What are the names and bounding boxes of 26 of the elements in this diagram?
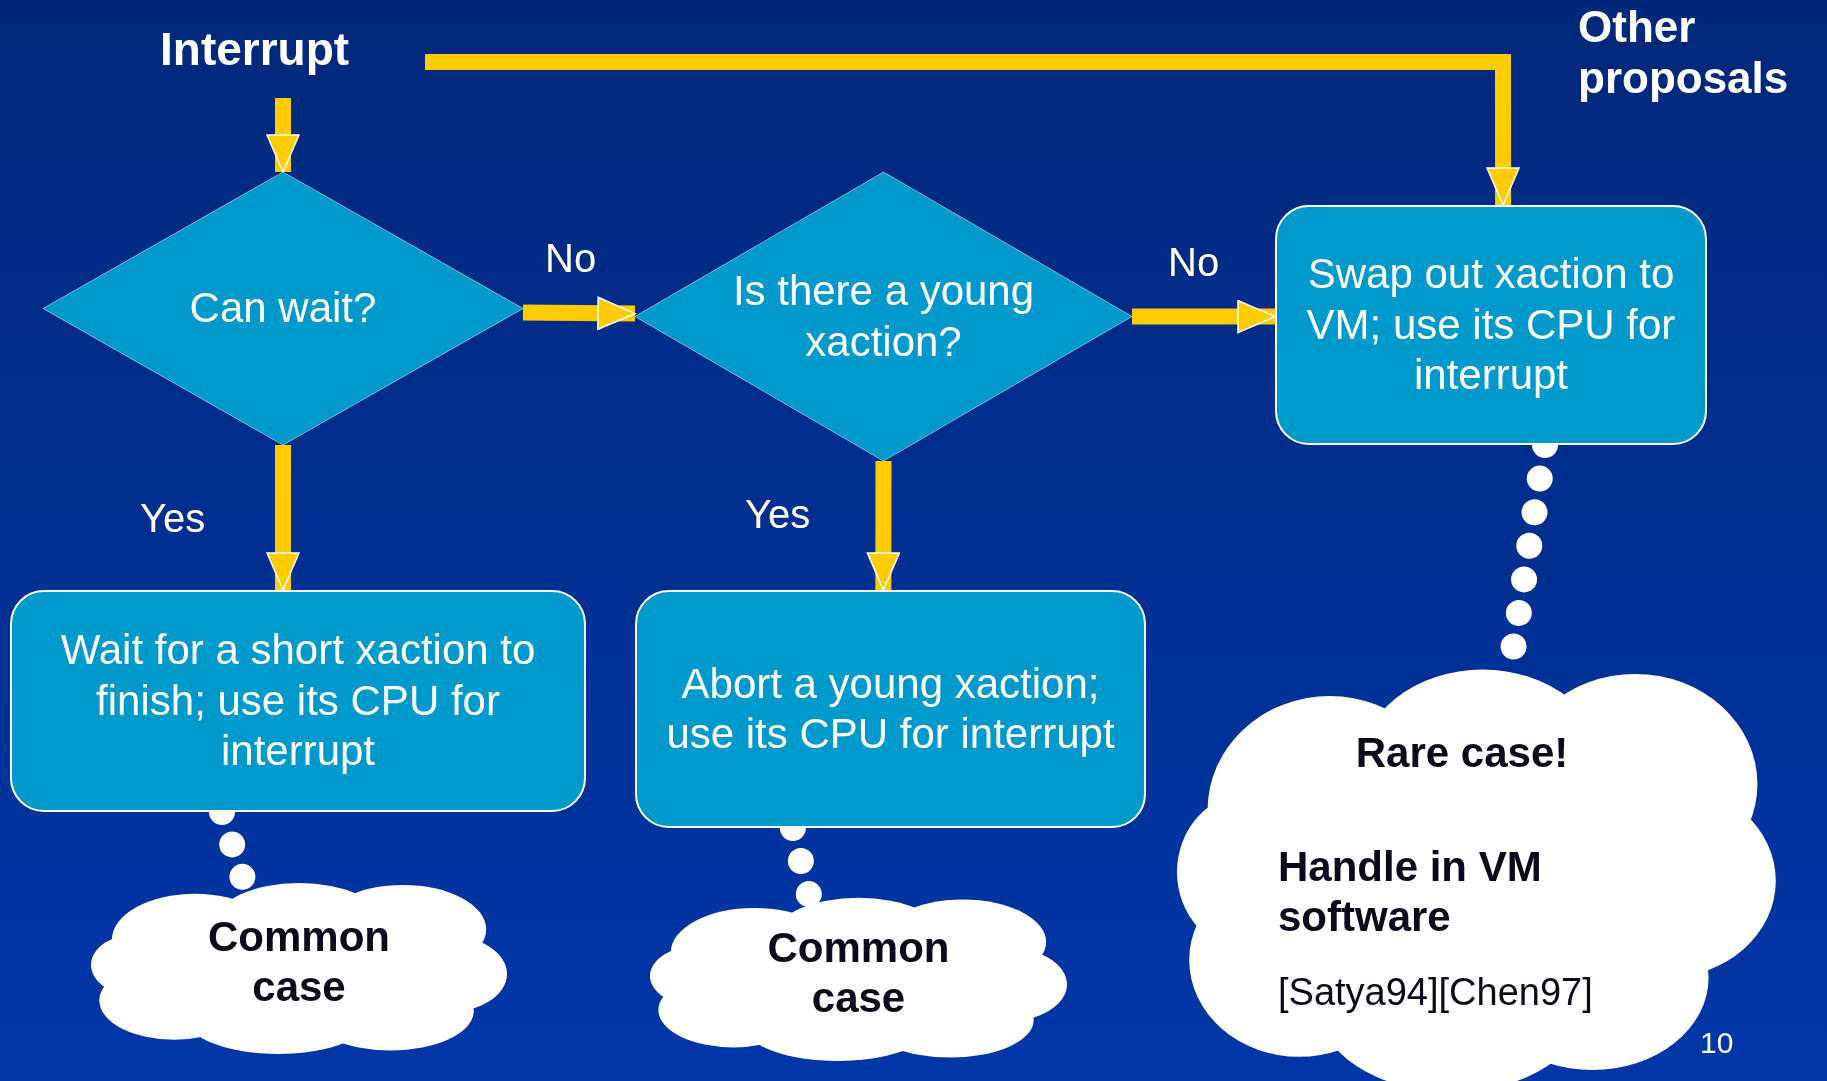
box-text: Abort a young xaction; use its CPU for interrupt <box>665 658 1116 759</box>
decision-text: Is there a young xaction? <box>731 266 1036 367</box>
arrow <box>266 97 300 173</box>
decision-text: Can wait? <box>188 283 378 334</box>
arrow <box>425 54 1520 206</box>
cloud-text: Handle in VM software <box>1278 842 1543 943</box>
page-number: 10 <box>1700 1026 1735 1061</box>
side-note: Other proposals <box>1578 2 1790 104</box>
citation-text: [Satya94][Chen97] <box>1278 970 1594 1015</box>
box-text: Wait for a short xaction to finish; use its CPU for interrupt <box>59 625 537 777</box>
start-label: Interrupt <box>160 22 410 88</box>
cloud-text: Rare case! <box>1354 728 1570 778</box>
edge-label: Yes <box>140 496 206 541</box>
box-text: Swap out xaction to VM; use its CPU for interrupt <box>1305 249 1677 401</box>
cloud-text: Common case <box>207 912 391 1013</box>
arrow <box>1132 299 1276 334</box>
edge-label: No <box>1168 240 1220 285</box>
cloud-text: Common case <box>766 923 951 1024</box>
arrow <box>266 445 300 591</box>
arrow <box>522 296 636 330</box>
process-box <box>1275 205 1707 445</box>
edge-label: No <box>545 236 597 281</box>
process-box <box>635 590 1146 828</box>
arrow <box>866 461 901 591</box>
process-box <box>10 590 586 812</box>
edge-label: Yes <box>745 492 811 537</box>
